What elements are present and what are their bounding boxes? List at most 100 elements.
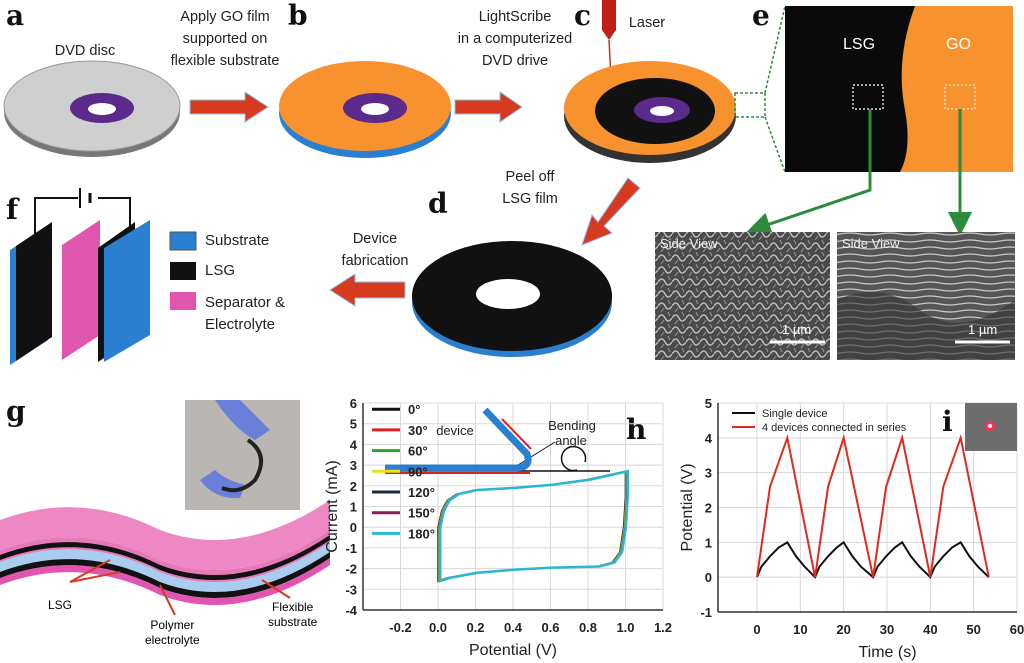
x-tick-label: 0.2 bbox=[466, 620, 484, 635]
sem-image-lsg bbox=[655, 232, 830, 360]
caption-line: Device bbox=[352, 231, 398, 247]
legend-line: Separator & bbox=[205, 294, 286, 311]
caption-line: supported on bbox=[182, 31, 268, 47]
caption-laser: Laser bbox=[628, 15, 666, 31]
legend-label-separator: Separator & Electrolyte bbox=[205, 292, 285, 336]
caption-line: DVD drive bbox=[481, 53, 549, 69]
cv-series-180deg bbox=[439, 469, 629, 583]
label-polymer-electrolyte: Polymer electrolyte bbox=[145, 618, 200, 648]
process-arrow-a-b bbox=[189, 91, 269, 123]
inset-label-angle: angle bbox=[555, 433, 587, 448]
caption-peel-off: Peel off LSG film bbox=[490, 166, 570, 210]
sem-label: Side View bbox=[842, 236, 900, 251]
y-tick-label: -4 bbox=[345, 603, 357, 618]
go-coated-disc bbox=[279, 61, 451, 158]
caption-lightscribe: LightScribe in a computerized DVD drive bbox=[440, 6, 590, 72]
cv-series-150deg bbox=[439, 470, 629, 583]
green-arrow-lsg bbox=[746, 109, 872, 236]
legend-line: Electrolyte bbox=[205, 316, 276, 333]
caption-line: flexible substrate bbox=[170, 53, 280, 69]
process-arrow-d-f bbox=[329, 273, 406, 307]
label-flexible-substrate: Flexible substrate bbox=[268, 600, 317, 630]
cv-series-120deg bbox=[438, 470, 628, 583]
legend-swatch-separator bbox=[170, 292, 196, 310]
y-tick-label: -3 bbox=[345, 582, 357, 597]
cv-series-90deg bbox=[438, 470, 628, 583]
caption-line: Peel off bbox=[505, 169, 555, 185]
cv-series-60deg bbox=[437, 470, 628, 583]
panel-label-c: c bbox=[574, 0, 592, 32]
panel-label-f: f bbox=[6, 193, 19, 226]
label-lsg-layer: LSG bbox=[48, 598, 73, 612]
caption-line: LSG film bbox=[502, 191, 558, 207]
x-tick-label: 0.0 bbox=[429, 620, 447, 635]
sem-scale-label: 1 µm bbox=[782, 322, 812, 337]
y-tick-label: 2 bbox=[350, 479, 357, 494]
inset-label-device: device bbox=[436, 423, 474, 438]
x-tick-label: -0.2 bbox=[389, 620, 411, 635]
panel-label-h: h bbox=[626, 413, 647, 446]
caption-dvd-disc: DVD disc bbox=[54, 43, 116, 59]
legend-swatch-substrate bbox=[169, 231, 197, 251]
device-schematic bbox=[10, 188, 150, 365]
laser-scribed-disc bbox=[564, 61, 766, 163]
label-line: Flexible bbox=[272, 600, 314, 614]
inset-label-bending: Bending bbox=[548, 418, 596, 433]
sem-scale-label: 1 µm bbox=[968, 322, 998, 337]
caption-line: Apply GO film bbox=[180, 9, 270, 25]
y-tick-label: 4 bbox=[350, 437, 358, 452]
label-line: substrate bbox=[268, 615, 318, 629]
legend-label: 30° bbox=[408, 423, 428, 438]
y-tick-label: 3 bbox=[350, 458, 357, 473]
legend-label: 60° bbox=[408, 444, 428, 459]
legend-label: 120° bbox=[408, 485, 435, 500]
x-tick-label: 1.2 bbox=[654, 620, 672, 635]
x-tick-label: 0.8 bbox=[579, 620, 597, 635]
flexible-supercapacitor bbox=[0, 500, 330, 616]
legend-label: 150° bbox=[408, 506, 435, 521]
caption-device-fabrication: Device fabrication bbox=[330, 228, 420, 272]
x-tick-label: 1.0 bbox=[616, 620, 634, 635]
panel-label-a: a bbox=[6, 0, 25, 32]
caption-line: LightScribe bbox=[478, 9, 552, 25]
caption-line: in a computerized bbox=[457, 31, 573, 47]
lsg-film-disc bbox=[412, 241, 612, 357]
y-tick-label: 1 bbox=[350, 500, 357, 515]
x-tick-label: 0.6 bbox=[541, 620, 559, 635]
bent-device-electrode bbox=[385, 418, 532, 474]
caption-line: fabrication bbox=[341, 253, 409, 269]
legend-label-substrate: Substrate bbox=[205, 232, 270, 249]
bending-angle-arc-icon bbox=[560, 445, 587, 472]
cv-series-0deg bbox=[437, 470, 627, 583]
y-tick-label: -1 bbox=[345, 541, 357, 556]
legend-label: 180° bbox=[408, 526, 435, 541]
panel-label-b: b bbox=[288, 0, 308, 32]
legend-swatch-lsg bbox=[170, 262, 196, 280]
panel-label-i: i bbox=[942, 405, 953, 438]
panel-label-e: e bbox=[752, 0, 770, 32]
y-tick-label: 5 bbox=[350, 417, 357, 432]
x-axis-label: Potential (V) bbox=[469, 642, 557, 659]
panel-label-d: d bbox=[428, 187, 448, 220]
process-arrow-c-d bbox=[581, 177, 641, 246]
y-tick-label: 6 bbox=[350, 396, 357, 411]
bent-device-photo bbox=[185, 400, 300, 510]
label-line: Polymer bbox=[150, 618, 195, 632]
legend-label: 90° bbox=[408, 464, 428, 479]
x-tick-label: 0.4 bbox=[504, 620, 523, 635]
bent-device-icon bbox=[385, 407, 532, 472]
panel-label-g: g bbox=[6, 395, 26, 428]
caption-apply-go: Apply GO film supported on flexible subs… bbox=[150, 6, 300, 72]
process-arrow-b-c bbox=[454, 91, 523, 123]
dvd-disc bbox=[3, 60, 181, 157]
lsg-go-zoom-panel bbox=[785, 6, 1013, 172]
label-lsg-region: LSG bbox=[843, 36, 876, 53]
sem-label: Side View bbox=[660, 236, 718, 251]
legend-label-lsg: LSG bbox=[205, 262, 236, 279]
y-tick-label: -2 bbox=[345, 562, 357, 577]
y-axis-label: Current (mA) bbox=[324, 460, 341, 552]
legend-label: 0° bbox=[408, 402, 420, 417]
y-tick-label: 0 bbox=[350, 520, 357, 535]
